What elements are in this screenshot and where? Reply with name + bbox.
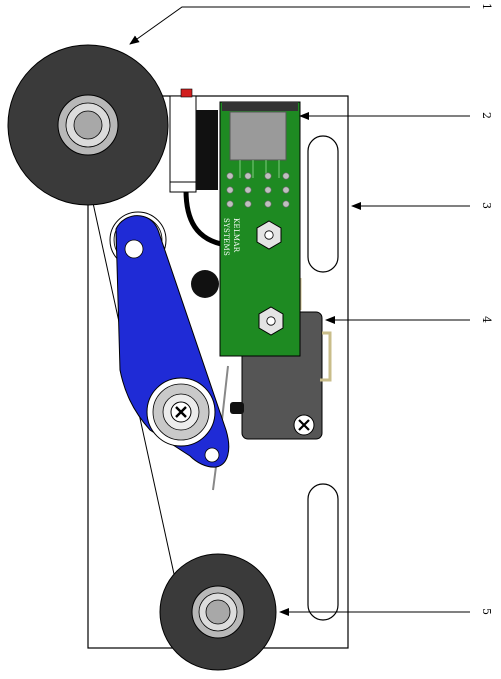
cross-screw-icon: [293, 414, 315, 436]
hex-nut-icon: [256, 220, 282, 250]
pcb-label-systems: SYSTEMS: [222, 218, 230, 256]
microswitch-plunger: [230, 402, 244, 414]
arm-pivot-hole: [124, 239, 144, 259]
connector-red-pin: [180, 88, 193, 98]
callout-2: 2: [480, 112, 493, 119]
cable: [183, 187, 229, 248]
bottom-wheel: [159, 553, 277, 671]
upper-slot: [307, 135, 339, 273]
callout-5: 5: [480, 608, 493, 615]
callout-4: 4: [480, 316, 493, 323]
pcb-top-strip: [222, 102, 298, 111]
leader-1: [129, 6, 470, 45]
connector-black-block: [196, 110, 218, 190]
microswitch-terminal-lower: [320, 331, 332, 382]
bumper-dot: [191, 270, 219, 298]
connector-body: [169, 95, 197, 193]
pcb-sensor: [229, 111, 287, 161]
pcb-label-kelmar: KELMAR: [232, 218, 240, 253]
hex-nut-icon: [258, 306, 284, 336]
callout-3: 3: [480, 202, 493, 209]
pcb-pads: [226, 172, 290, 208]
cross-screw-icon: [170, 401, 192, 423]
top-wheel: [7, 44, 169, 206]
arm-end-pin: [204, 447, 220, 463]
lower-slot: [307, 483, 339, 621]
pcb-traces: [239, 160, 280, 178]
callout-leaders: [129, 6, 470, 616]
callout-1: 1: [480, 3, 493, 10]
